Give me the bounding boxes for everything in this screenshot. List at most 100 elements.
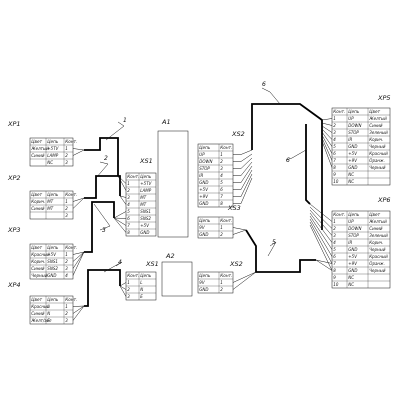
table-cell: 1 (220, 225, 223, 230)
table-cell: 7 (127, 223, 130, 228)
table-cell: 1 (65, 304, 68, 309)
table-cell: L (47, 304, 49, 309)
table-cell: MT (140, 195, 146, 200)
wire-6-lead (233, 149, 253, 155)
table-cell: L (140, 280, 142, 285)
wire-6-lead (233, 173, 253, 197)
wire-3-lead (113, 217, 127, 219)
table-header-cell: Конт. (127, 174, 139, 179)
table-cell: 2 (220, 232, 223, 237)
table-header-cell: Цепь (199, 145, 211, 150)
table-cell: DOWN (199, 159, 212, 164)
table-header-cell: Цепь (47, 297, 59, 302)
table-header-cell: Цепь (199, 218, 211, 223)
wire-2-lead (72, 197, 85, 202)
bundle-5 (245, 229, 316, 273)
table-cell: 1 (127, 181, 130, 186)
wire-6-lead (309, 203, 333, 222)
label-wire-1: 1 (123, 117, 127, 124)
table-cell: N (140, 287, 143, 292)
table-header-cell: Конт. (65, 245, 77, 250)
table-frame (125, 172, 157, 237)
table-header-cell: Конт. (65, 139, 77, 144)
bundle-6-branch (305, 124, 311, 205)
table-frame (197, 143, 234, 208)
wire-5-callout (267, 241, 277, 257)
table-cell: 2 (220, 159, 223, 164)
table-cell: Оранж. (369, 158, 385, 163)
table-cell: 6 (127, 216, 130, 221)
table-cell: LAMP (140, 188, 151, 193)
table-cell: NC (348, 275, 354, 280)
table-cell: 6 (333, 151, 336, 156)
table-cell: 1 (65, 146, 68, 151)
table-cell: Желтый (30, 146, 49, 151)
wire-3-lead (72, 251, 85, 262)
table-cell: 1 (65, 252, 68, 257)
table-cell: GND (199, 232, 208, 237)
label-xp5: XP5 (377, 94, 391, 102)
table-cell: 8 (333, 165, 336, 170)
table-header-cell: Конт. (127, 273, 139, 278)
table-cell: Желтый (368, 116, 387, 121)
wire-6-lead (309, 215, 333, 250)
wire-6-lead (321, 122, 333, 126)
table-cell: STOP (348, 233, 359, 238)
wire-2-lead (72, 197, 85, 209)
wire-3-lead (72, 251, 85, 255)
table-cell: 4 (65, 273, 68, 278)
a2-box (161, 261, 193, 297)
wire-6-lead (321, 134, 333, 154)
table-cell: UP (348, 116, 354, 121)
wire-1-lead (117, 175, 127, 191)
table-cell: GND (140, 230, 149, 235)
table-cell: +5V (47, 252, 56, 257)
component-boxes (157, 130, 193, 297)
table-cell: NC (348, 172, 354, 177)
wire-1-lead (117, 175, 127, 184)
table-header-cell: Конт. (65, 192, 77, 197)
table-cell: GND (348, 268, 357, 273)
table-cell: Корич. (369, 240, 383, 245)
wire-3-lead (113, 217, 127, 233)
table-cell: 2 (220, 287, 223, 292)
table-cell: Красный (369, 254, 388, 259)
table-cell: 4 (333, 240, 336, 245)
label-a1: A1 (161, 118, 171, 126)
table-cell: 2 (65, 153, 68, 158)
table-cell: NC (348, 282, 354, 287)
label-wire-3: 3 (102, 227, 106, 234)
table-cell: Красный (31, 304, 50, 309)
wire-5-lead (232, 227, 247, 231)
label-wire-5: 5 (272, 239, 276, 246)
wire-4-lead (72, 305, 85, 321)
wire-6-lead (233, 165, 253, 183)
table-cell: Красный (31, 252, 50, 257)
table-cell: 10 (333, 282, 339, 287)
table-cell: 3 (333, 233, 336, 238)
table-cell: Синий (369, 123, 383, 128)
table-cell: +9V (348, 261, 357, 266)
table-cell: 3 (65, 160, 68, 165)
table-cell: 2 (65, 206, 68, 211)
wire-1-callout (105, 121, 125, 141)
table-cell: 3 (127, 195, 130, 200)
bundle-4 (84, 269, 121, 307)
table-cell: Желтый (368, 219, 387, 224)
table-cell: GND (348, 165, 357, 170)
table-cell: 2 (127, 188, 130, 193)
table-header-cell: Цвет (31, 297, 42, 302)
table-header-cell: Цепь (47, 139, 59, 144)
label-xp2: XP2 (7, 174, 21, 182)
wire-4-lead (119, 285, 127, 290)
table-cell: 8 (333, 268, 336, 273)
table-header-cell: Конт. (333, 109, 345, 114)
table-cell: 4 (220, 173, 223, 178)
